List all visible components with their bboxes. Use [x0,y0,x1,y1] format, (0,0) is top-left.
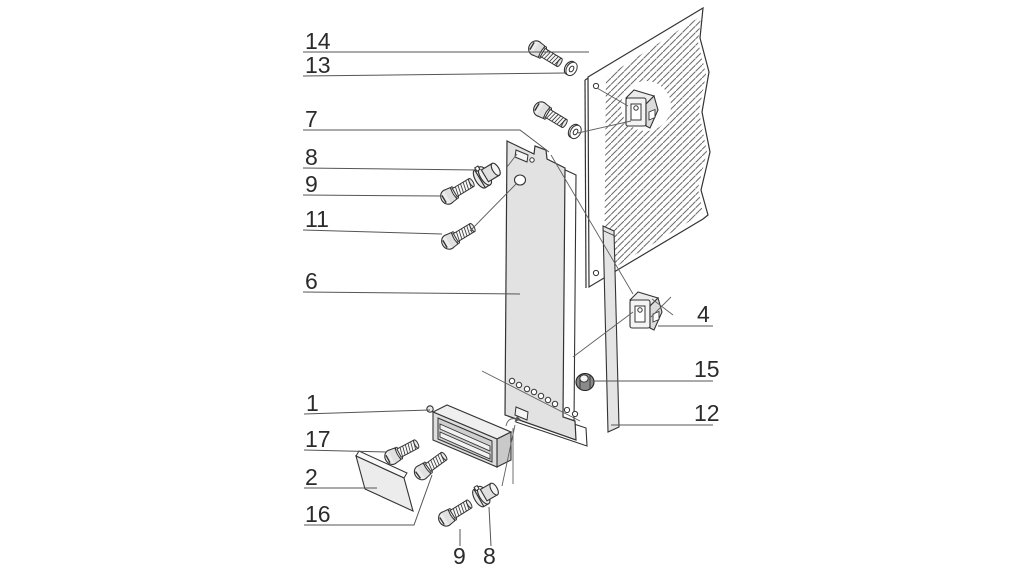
panel-bottom-slot [514,406,529,421]
leader-lines [302,51,713,547]
front-panel-face [504,140,577,441]
leader-13 [302,72,567,77]
callout-8: 8 [305,144,318,170]
callout-9-bottom: 9 [453,543,466,569]
rear-panel-hole-row [563,406,579,418]
callout-7: 7 [305,106,318,132]
leader-11 [302,229,443,235]
hex-nut [575,372,595,392]
label-plate-face [355,455,414,512]
leader-8 [302,167,478,171]
label-plate [355,450,414,512]
alignment-lines [469,87,634,487]
front-panel [504,140,577,441]
pcb-hole-top [592,82,600,90]
callout-12: 12 [694,400,720,426]
leader-9 [302,194,442,197]
callout-1: 1 [306,390,319,416]
rotation-arrow [505,418,517,427]
leader-8-bottom [488,506,492,547]
pcb-hole-bottom [592,269,600,277]
pcb-board [584,6,711,289]
leader-7 [303,129,550,153]
handle-grip-bar [439,431,491,460]
callout-2: 2 [305,464,318,490]
panel-top-slot [514,149,529,163]
handle-grip-bar [439,423,491,452]
callout-6: 6 [305,268,318,294]
callout-13: 13 [305,52,331,78]
rotation-arrow-head [514,416,521,422]
panel-bottom-hole-row [508,377,559,408]
callout-15: 15 [694,356,720,382]
handle-pivot-pin [426,405,434,413]
callout-8-bottom: 8 [483,543,496,569]
leader-16 [304,474,433,526]
panel-top-small-hole [529,157,535,163]
callout-17: 17 [305,426,331,452]
callout-labels: 14 13 7 8 9 11 6 1 17 2 16 4 15 12 9 8 [305,28,720,569]
callout-16: 16 [305,501,331,527]
callout-9: 9 [305,171,318,197]
leader-17 [303,449,387,453]
panel-handle-hole [513,174,527,186]
pcb-hatched-area [604,16,707,274]
callout-11: 11 [305,206,329,232]
clip-position-cross [650,296,674,318]
callout-14: 14 [305,28,331,54]
leader-6 [302,291,521,295]
callout-4: 4 [697,301,710,327]
leader-1 [303,409,431,415]
extruded-handle [426,404,513,468]
pcb-thickness-edge [584,79,587,289]
